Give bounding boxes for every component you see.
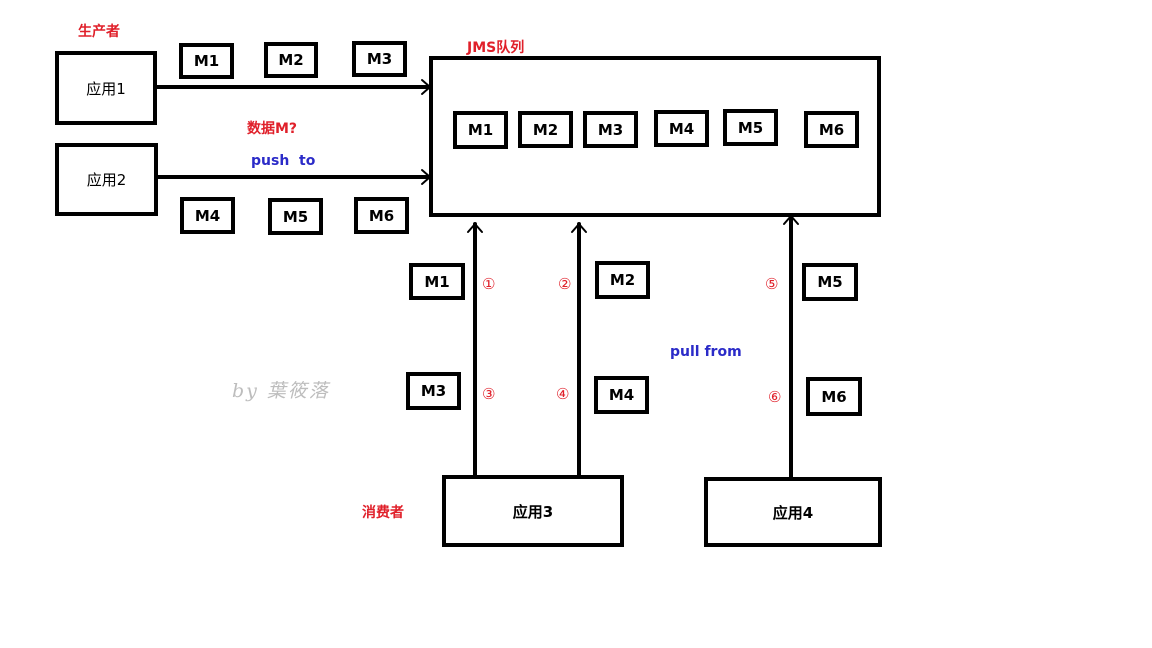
pull-step: ⑤	[765, 275, 779, 293]
queue-msg: M6	[804, 111, 859, 148]
producer2-msg: M6	[354, 197, 409, 234]
queue-msg: M4	[654, 110, 709, 147]
app2-label: 应用2	[86, 171, 127, 189]
queue-msg: M3	[583, 111, 638, 148]
queue-label: JMS队列	[467, 40, 525, 56]
pull-step: ⑥	[768, 388, 782, 406]
queue-msg: M2	[518, 111, 573, 148]
pull-msg: M6	[806, 377, 862, 416]
producer1-msg: M1	[179, 43, 234, 79]
pull-step: ①	[482, 275, 496, 293]
pull-arrowhead-app3-left	[467, 222, 483, 233]
producer-label: 生产者	[78, 24, 120, 40]
producer1-msg: M2	[264, 42, 318, 78]
app3-label: 应用3	[512, 502, 554, 521]
pull-msg: M1	[409, 263, 465, 300]
app4-box: 应用4	[704, 477, 882, 547]
app2-box: 应用2	[55, 143, 158, 216]
queue-msg: M5	[723, 109, 778, 146]
producer1-msg: M3	[352, 41, 407, 77]
pull-step: ④	[556, 385, 570, 403]
app3-box: 应用3	[442, 475, 624, 547]
data-label: 数据M?	[247, 121, 298, 137]
queue-msg: M1	[453, 111, 508, 149]
pull-step: ③	[482, 385, 496, 403]
consumer-label: 消费者	[362, 505, 404, 521]
producer2-msg: M4	[180, 197, 235, 234]
app1-label: 应用1	[86, 79, 126, 98]
pull-msg: M3	[406, 372, 461, 410]
pull-msg: M2	[595, 261, 650, 299]
pull-msg: M4	[594, 376, 649, 414]
app4-label: 应用4	[772, 503, 814, 522]
app1-box: 应用1	[55, 51, 157, 125]
push-label: push to	[251, 153, 316, 169]
watermark: by 葉筱落	[232, 380, 330, 402]
pull-arrowhead-app3-right	[571, 222, 587, 233]
pull-label: pull from	[670, 344, 742, 360]
pull-step: ②	[558, 275, 572, 293]
pull-msg: M5	[802, 263, 858, 301]
producer2-msg: M5	[268, 198, 323, 235]
